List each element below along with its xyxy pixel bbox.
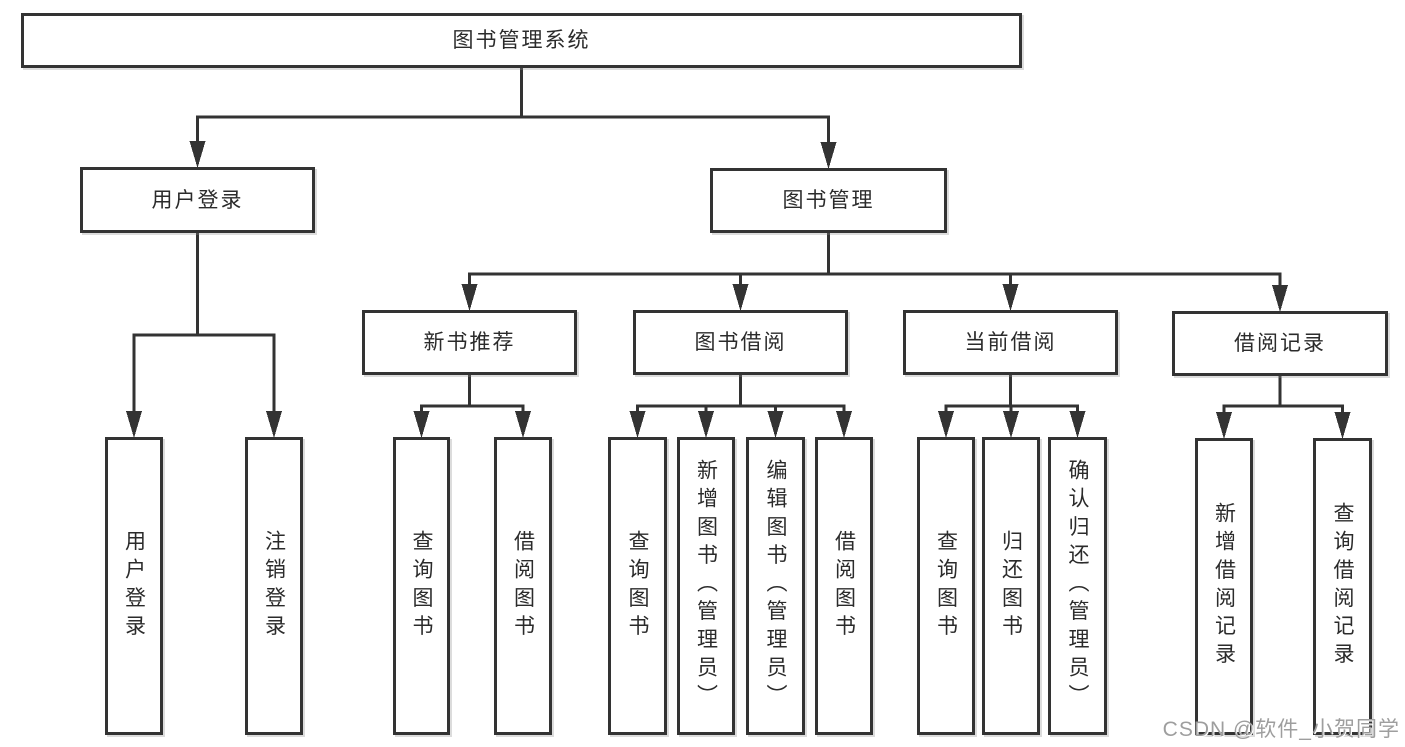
node-label: 借阅记录: [1234, 332, 1326, 355]
arrowhead-icon: [820, 142, 837, 169]
node-borrowing-records: 借阅记录: [1172, 311, 1388, 376]
connector-group-user-login: [126, 231, 282, 438]
arrowhead-icon: [1216, 412, 1232, 439]
arrowhead-icon: [1069, 411, 1086, 438]
arrowhead-icon: [629, 411, 646, 438]
node-label: 用户登录: [151, 188, 244, 212]
node-label: 新书推荐: [423, 331, 516, 354]
arrowhead-icon: [836, 411, 852, 438]
arrowhead-icon: [938, 411, 954, 438]
node-label: 查询图书: [626, 529, 649, 643]
arrowhead-icon: [515, 411, 531, 438]
node-leaf-logout: 注销登录: [245, 437, 303, 735]
node-label: 归还图书: [999, 529, 1023, 643]
connector-group-book-borrowing: [629, 373, 852, 438]
arrowhead-icon: [1334, 412, 1351, 439]
node-label: 确认归还（管理员）: [1066, 459, 1089, 713]
node-label: 图书管理: [782, 189, 875, 212]
node-label: 新增借阅记录: [1212, 502, 1236, 671]
connector-group-borrowing-records: [1216, 374, 1351, 439]
arrowhead-icon: [698, 411, 714, 438]
node-leaf-query-books-c: 查询图书: [917, 437, 975, 735]
connector-group-book-management: [461, 231, 1288, 312]
connector-group-system-root: [189, 66, 837, 169]
node-book-management: 图书管理: [710, 168, 947, 233]
arrowhead-icon: [126, 411, 142, 438]
watermark-text: CSDN @软件_小贺同学: [1162, 718, 1400, 741]
arrowhead-icon: [461, 284, 478, 311]
arrowhead-icon: [1002, 284, 1019, 311]
node-new-book-recommend: 新书推荐: [362, 310, 577, 375]
node-label: 当前借阅: [964, 331, 1057, 354]
node-label: 图书借阅: [694, 331, 787, 354]
node-label: 注销登录: [262, 529, 286, 643]
node-label: 新增图书（管理员）: [694, 459, 718, 713]
node-label: 查询图书: [410, 529, 433, 643]
node-leaf-edit-book-admin: 编辑图书（管理员）: [746, 437, 805, 735]
arrowhead-icon: [732, 284, 749, 311]
node-leaf-confirm-return: 确认归还（管理员）: [1048, 437, 1107, 735]
node-leaf-add-borrow-rec: 新增借阅记录: [1195, 438, 1253, 735]
node-label: 借阅图书: [832, 529, 856, 643]
node-label: 用户登录: [122, 529, 146, 643]
node-leaf-return-book: 归还图书: [982, 437, 1040, 735]
node-label: 查询图书: [934, 529, 958, 643]
connector-group-current-borrowing: [938, 373, 1086, 438]
arrowhead-icon: [767, 411, 784, 438]
node-user-login: 用户登录: [80, 167, 315, 233]
node-label: 编辑图书（管理员）: [764, 459, 787, 713]
node-leaf-user-login: 用户登录: [105, 437, 163, 735]
node-book-borrowing: 图书借阅: [633, 310, 848, 375]
node-leaf-borrow-books-a: 借阅图书: [494, 437, 552, 735]
arrowhead-icon: [413, 411, 430, 438]
arrowhead-icon: [1272, 285, 1288, 312]
connector-group-new-book-recommend: [413, 373, 531, 438]
node-leaf-add-book-admin: 新增图书（管理员）: [677, 437, 735, 735]
arrowhead-icon: [189, 141, 206, 168]
node-leaf-query-books-b: 查询图书: [608, 437, 667, 735]
node-label: 图书管理系统: [452, 29, 591, 52]
arrowhead-icon: [266, 411, 282, 438]
node-leaf-query-borrow-rec: 查询借阅记录: [1313, 438, 1372, 735]
node-system-root: 图书管理系统: [21, 13, 1022, 68]
node-label: 借阅图书: [511, 529, 535, 643]
node-current-borrowing: 当前借阅: [903, 310, 1118, 375]
node-label: 查询借阅记录: [1331, 502, 1354, 671]
node-leaf-query-books-a: 查询图书: [393, 437, 450, 735]
node-leaf-borrow-books-b: 借阅图书: [815, 437, 873, 735]
arrowhead-icon: [1003, 411, 1019, 438]
